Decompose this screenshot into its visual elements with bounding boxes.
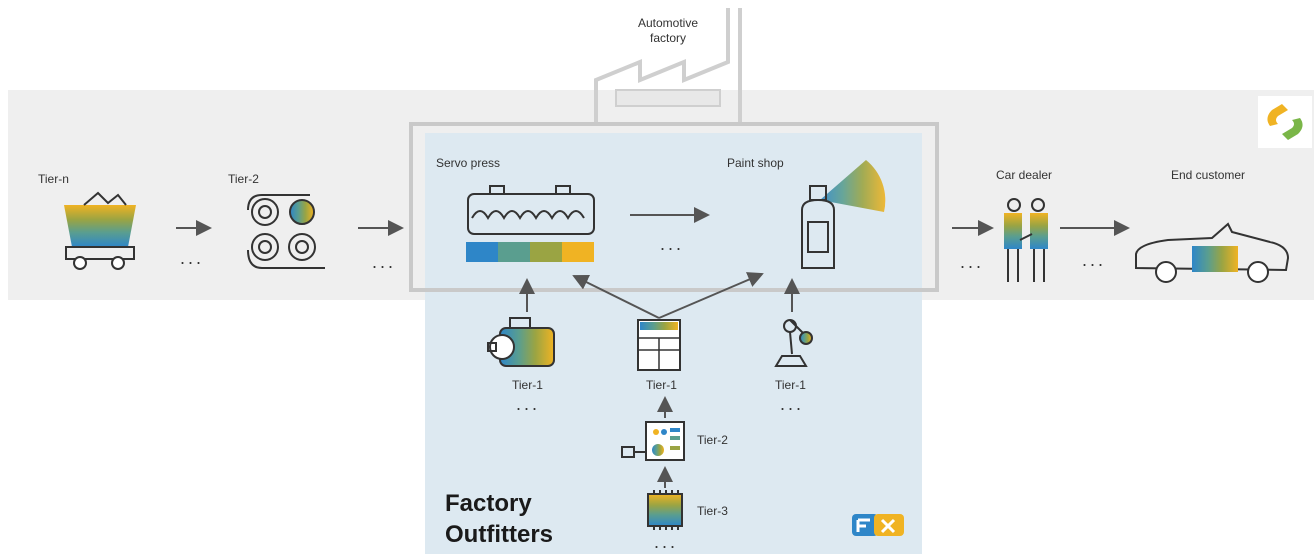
tier-2-top-label: Tier-2 [228,172,259,186]
tier2-board-label: Tier-2 [697,433,728,447]
mine-cart-icon [64,191,136,270]
ellipsis-7: ... [780,394,805,414]
ellipsis-8: ... [654,532,679,552]
end-customer-label: End customer [1171,168,1246,182]
paint-shop-label: Paint shop [727,156,784,170]
logo-icon [1258,96,1312,148]
fx-logo-icon [850,512,910,540]
plc-controller-icon [637,319,681,371]
tier1-plc-label: Tier-1 [646,378,677,392]
circuit-board-icon [621,421,685,461]
spray-can-icon [801,160,886,269]
robot-arm-icon [774,319,813,367]
factory-label: Automotive factory [637,16,699,45]
flow-arrows [176,207,1130,488]
ellipsis-3: ... [660,234,685,254]
electric-motor-icon [487,317,555,367]
outfitters-title-line2: Outfitters [445,521,553,548]
press-machine-icon [466,185,595,262]
tier3-chip-label: Tier-3 [697,504,728,518]
factory-building-icon [594,8,742,122]
ellipsis-1: ... [180,248,205,268]
outfitters-title-line1: Factory [445,490,532,517]
tier-n-label: Tier-n [38,172,69,186]
ellipsis-2: ... [372,252,397,272]
handshake-people-icon [1004,198,1048,282]
tier1-robot-label: Tier-1 [775,378,806,392]
car-dealer-label: Car dealer [996,168,1053,182]
ellipsis-6: ... [516,394,541,414]
servo-press-label: Servo press [436,156,501,170]
factory-outfitters-title: Factory Outfitters [445,488,553,550]
convertible-car-icon [1135,222,1290,283]
tier1-motor-label: Tier-1 [512,378,543,392]
microchip-icon [647,490,683,530]
ellipsis-4: ... [960,252,985,272]
conveyor-rollers-icon [247,194,325,269]
automotive-factory-frame [409,122,939,292]
ellipsis-5: ... [1082,250,1107,270]
